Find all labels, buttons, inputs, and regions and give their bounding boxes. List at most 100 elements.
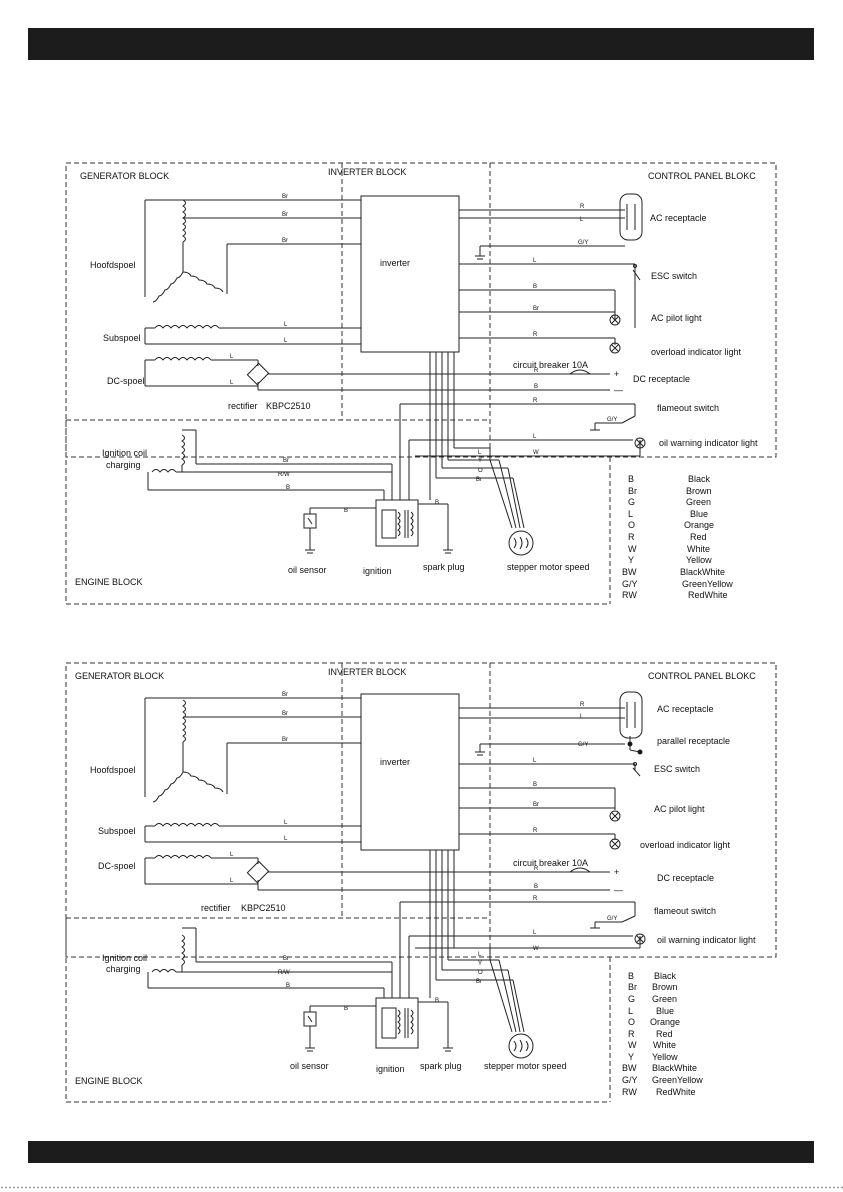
svg-text:Br: Br [533,802,539,808]
hoofdspoel-label: Hoofdspoel [90,260,136,270]
ignition-coil-label-2: charging [106,460,141,470]
inverter-block-title: INVERTER BLOCK [328,167,406,177]
svg-text:Br: Br [476,477,482,483]
svg-text:Br: Br [282,212,288,218]
header-bar [28,28,814,60]
svg-text:B: B [344,508,348,514]
svg-text:Blue: Blue [656,1006,674,1016]
svg-text:G/Y: G/Y [607,916,617,922]
svg-text:B: B [533,782,537,788]
svg-text:B: B [534,384,538,390]
svg-text:RW: RW [622,1087,637,1097]
svg-text:R: R [580,204,585,210]
svg-text:G/Y: G/Y [622,579,638,589]
svg-text:O: O [478,468,483,474]
svg-text:L: L [230,852,234,858]
svg-text:L: L [533,930,537,936]
svg-text:Br: Br [282,711,288,717]
svg-text:L: L [580,217,584,223]
svg-text:R: R [580,702,585,708]
svg-text:R: R [533,896,538,902]
inverter-block-title: INVERTER BLOCK [328,667,406,677]
svg-text:R/W: R/W [278,970,290,976]
svg-text:Orange: Orange [650,1017,680,1027]
svg-text:White: White [653,1040,676,1050]
inverter-label: inverter [380,757,410,767]
svg-text:R/W: R/W [278,472,290,478]
svg-text:BlackWhite: BlackWhite [680,567,725,577]
svg-text:W: W [533,946,539,952]
wiring-diagram-2: GENERATOR BLOCK INVERTER BLOCK CONTROL P… [65,662,777,1103]
svg-text:Br: Br [628,982,637,992]
subspoel-label: Subspoel [98,826,136,836]
svg-text:B: B [534,884,538,890]
dcspoel-label: DC-spoel [98,861,136,871]
svg-text:B: B [628,971,634,981]
spark-plug-label: spark plug [420,1061,462,1071]
svg-text:Y: Y [478,458,482,464]
svg-text:R: R [533,332,538,338]
generator-block-title: GENERATOR BLOCK [80,171,169,181]
svg-text:Br: Br [282,238,288,244]
ac-pilot-light-label: AC pilot light [651,313,702,323]
inverter-box [360,195,460,353]
main-coil [144,697,361,803]
svg-text:B: B [435,998,439,1004]
svg-text:L: L [580,714,584,720]
ignition-coil-label: Ignition coil [102,448,147,458]
svg-text:Y: Y [628,1052,634,1062]
svg-text:Br: Br [628,486,637,496]
svg-text:R: R [628,532,635,542]
block-border [65,162,777,458]
svg-text:O: O [628,1017,635,1027]
svg-text:+: + [614,369,619,379]
svg-text:G/Y: G/Y [607,417,617,423]
svg-text:RedWhite: RedWhite [656,1087,696,1097]
svg-text:Br: Br [283,458,289,464]
svg-text:Green: Green [686,497,711,507]
svg-text:Orange: Orange [684,520,714,530]
svg-text:BW: BW [622,1063,637,1073]
svg-text:B: B [286,983,290,989]
svg-text:B: B [435,500,439,506]
svg-text:G: G [628,994,635,1004]
svg-text:W: W [533,450,539,456]
oil-sensor-icon [303,1005,376,1052]
block-border [65,662,777,958]
ac-receptacle-icon [619,691,643,739]
svg-text:Yellow: Yellow [652,1052,678,1062]
oil-warning-light-icon [634,437,646,449]
svg-text:L: L [478,450,482,456]
svg-text:L: L [478,952,482,958]
svg-text:Y: Y [628,555,634,565]
svg-text:G/Y: G/Y [578,742,588,748]
ignition-coil-label: Ignition coil [102,953,147,963]
svg-text:Y: Y [478,961,482,967]
wiring-diagram-1: GENERATOR BLOCK INVERTER BLOCK CONTROL P… [65,162,777,605]
stepper-label: stepper motor speed [484,1061,567,1071]
subspoel-label: Subspoel [103,333,141,343]
svg-text:Black: Black [654,971,677,981]
svg-text:B: B [628,474,634,484]
svg-text:W: W [628,544,637,554]
svg-text:L: L [533,758,537,764]
svg-text:GreenYellow: GreenYellow [682,579,733,589]
svg-text:G: G [628,497,635,507]
ignition-coil [147,429,393,500]
svg-text:L: L [230,354,234,360]
circuit-breaker-icon [569,867,591,873]
svg-text:Br: Br [282,692,288,698]
svg-text:RW: RW [622,590,637,600]
svg-text:RedWhite: RedWhite [688,590,728,600]
svg-text:R: R [533,398,538,404]
sub-coil [144,325,361,345]
overload-label: overload indicator light [640,840,731,850]
inverter-label: inverter [380,258,410,268]
svg-text:B: B [286,485,290,491]
svg-text:Red: Red [656,1029,673,1039]
main-coil [144,199,361,303]
ac-receptacle-label: AC receptacle [657,704,714,714]
ignition-coil [147,927,393,998]
stepper-label: stepper motor speed [507,562,590,572]
